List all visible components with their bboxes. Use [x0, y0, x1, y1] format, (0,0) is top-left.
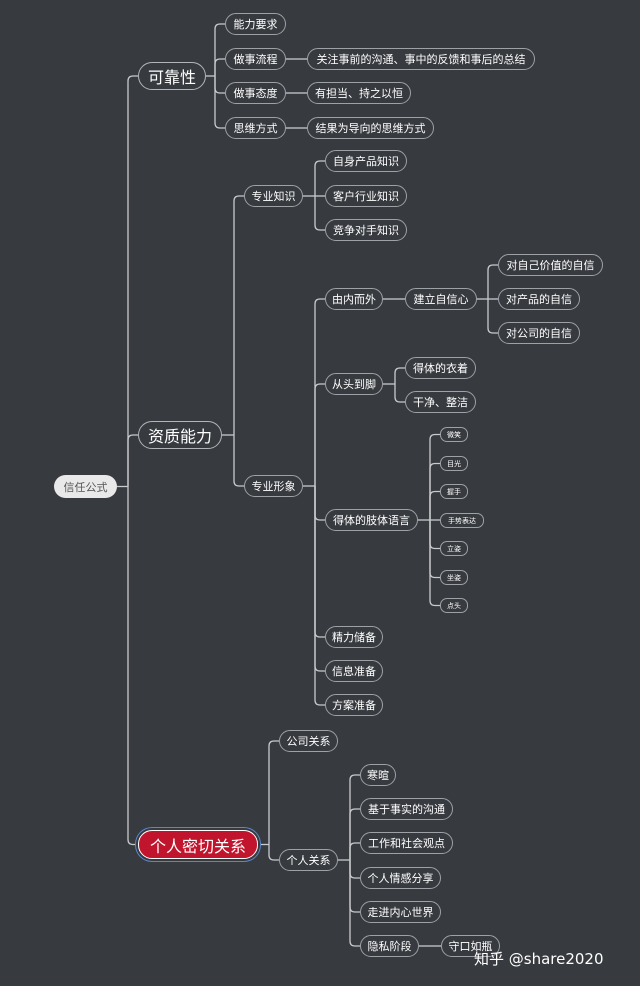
- connector-line: [394, 384, 405, 403]
- node-greeting[interactable]: 寒暄: [360, 764, 396, 786]
- connector-line: [314, 196, 325, 231]
- node-ability-requirement[interactable]: 能力要求: [225, 13, 286, 35]
- connector-line: [127, 434, 138, 487]
- node-work-attitude[interactable]: 做事态度: [225, 82, 286, 104]
- node-body-language[interactable]: 得体的肢体语言: [325, 509, 418, 531]
- connector-line: [268, 844, 279, 861]
- node-work-social-views[interactable]: 工作和社会观点: [360, 832, 453, 854]
- node-product-confidence[interactable]: 对产品的自信: [498, 288, 580, 310]
- node-eye-contact[interactable]: 目光: [440, 456, 468, 471]
- node-own-product-knowledge[interactable]: 自身产品知识: [325, 150, 407, 172]
- node-result-oriented-thinking[interactable]: 结果为导向的思维方式: [307, 117, 434, 139]
- connector-line: [214, 76, 225, 94]
- node-personal-relationship[interactable]: 个人关系: [279, 849, 338, 871]
- node-inner-world[interactable]: 走进内心世界: [360, 901, 441, 923]
- node-smile[interactable]: 微笑: [440, 427, 468, 442]
- connector-line: [268, 740, 279, 845]
- node-inside-out[interactable]: 由内而外: [325, 288, 383, 310]
- connector-line: [314, 486, 325, 672]
- node-company-relationship[interactable]: 公司关系: [279, 730, 338, 752]
- connector-line: [127, 486, 138, 846]
- node-clean-tidy[interactable]: 干净、整洁: [405, 391, 476, 413]
- connector-line: [314, 486, 325, 638]
- node-professional-knowledge[interactable]: 专业知识: [244, 185, 303, 207]
- branch-qualification[interactable]: 资质能力: [138, 421, 222, 449]
- node-competitor-knowledge[interactable]: 竞争对手知识: [325, 219, 407, 241]
- connector-line: [314, 486, 325, 706]
- connector-line: [233, 435, 244, 487]
- node-privacy-stage[interactable]: 隐私阶段: [360, 935, 419, 957]
- node-build-confidence[interactable]: 建立自信心: [405, 288, 477, 310]
- node-handshake[interactable]: 握手: [440, 484, 468, 499]
- connector-line: [314, 160, 325, 196]
- connector-line: [349, 860, 360, 913]
- node-work-process[interactable]: 做事流程: [225, 48, 286, 70]
- connector-line: [349, 774, 360, 860]
- connector-line: [349, 808, 360, 860]
- node-nod[interactable]: 点头: [440, 598, 468, 613]
- connector-line: [349, 842, 360, 860]
- connector-line: [429, 490, 440, 520]
- connector-line: [314, 486, 325, 521]
- node-gesture[interactable]: 手势表达: [440, 513, 484, 528]
- node-energy-reserve[interactable]: 精力储备: [325, 626, 383, 648]
- connector-line: [429, 433, 440, 520]
- node-plan-prep[interactable]: 方案准备: [325, 694, 383, 716]
- connector-line: [214, 58, 225, 76]
- node-sitting-posture[interactable]: 坐姿: [440, 570, 468, 585]
- node-information-prep[interactable]: 信息准备: [325, 660, 383, 682]
- connector-line: [394, 367, 405, 384]
- connector-line: [127, 75, 138, 487]
- root-node[interactable]: 信任公式: [54, 475, 117, 498]
- node-thinking-style[interactable]: 思维方式: [225, 117, 286, 139]
- connector-line: [429, 462, 440, 520]
- connector-line: [429, 520, 440, 607]
- connector-line: [487, 264, 498, 299]
- connector-line: [429, 520, 440, 550]
- node-self-value-confidence[interactable]: 对自己价值的自信: [498, 254, 603, 276]
- connector-line: [214, 23, 225, 76]
- connector-line: [314, 383, 325, 486]
- node-professional-image[interactable]: 专业形象: [244, 475, 303, 497]
- connector-line: [349, 860, 360, 879]
- watermark-text: 知乎 @share2020: [474, 950, 604, 968]
- node-responsibility-persistence[interactable]: 有担当、持之以恒: [307, 82, 411, 104]
- node-personal-emotion-sharing[interactable]: 个人情感分享: [360, 867, 441, 889]
- node-standing-posture[interactable]: 立姿: [440, 541, 468, 556]
- node-company-confidence[interactable]: 对公司的自信: [498, 322, 580, 344]
- connector-line: [214, 76, 225, 129]
- connector-line: [314, 298, 325, 486]
- connector-line: [349, 860, 360, 947]
- node-proper-attire[interactable]: 得体的衣着: [405, 357, 476, 379]
- node-communication-feedback-summary[interactable]: 关注事前的沟通、事中的反馈和事后的总结: [307, 48, 535, 70]
- branch-close-relationship[interactable]: 个人密切关系: [138, 830, 258, 859]
- node-keep-secret[interactable]: 守口如瓶: [441, 935, 500, 957]
- branch-reliability[interactable]: 可靠性: [138, 62, 206, 90]
- node-head-to-toe[interactable]: 从头到脚: [325, 373, 383, 395]
- node-fact-based-communication[interactable]: 基于事实的沟通: [360, 798, 453, 820]
- node-customer-industry-knowledge[interactable]: 客户行业知识: [325, 185, 407, 207]
- connector-line: [233, 195, 244, 435]
- connector-line: [487, 299, 498, 334]
